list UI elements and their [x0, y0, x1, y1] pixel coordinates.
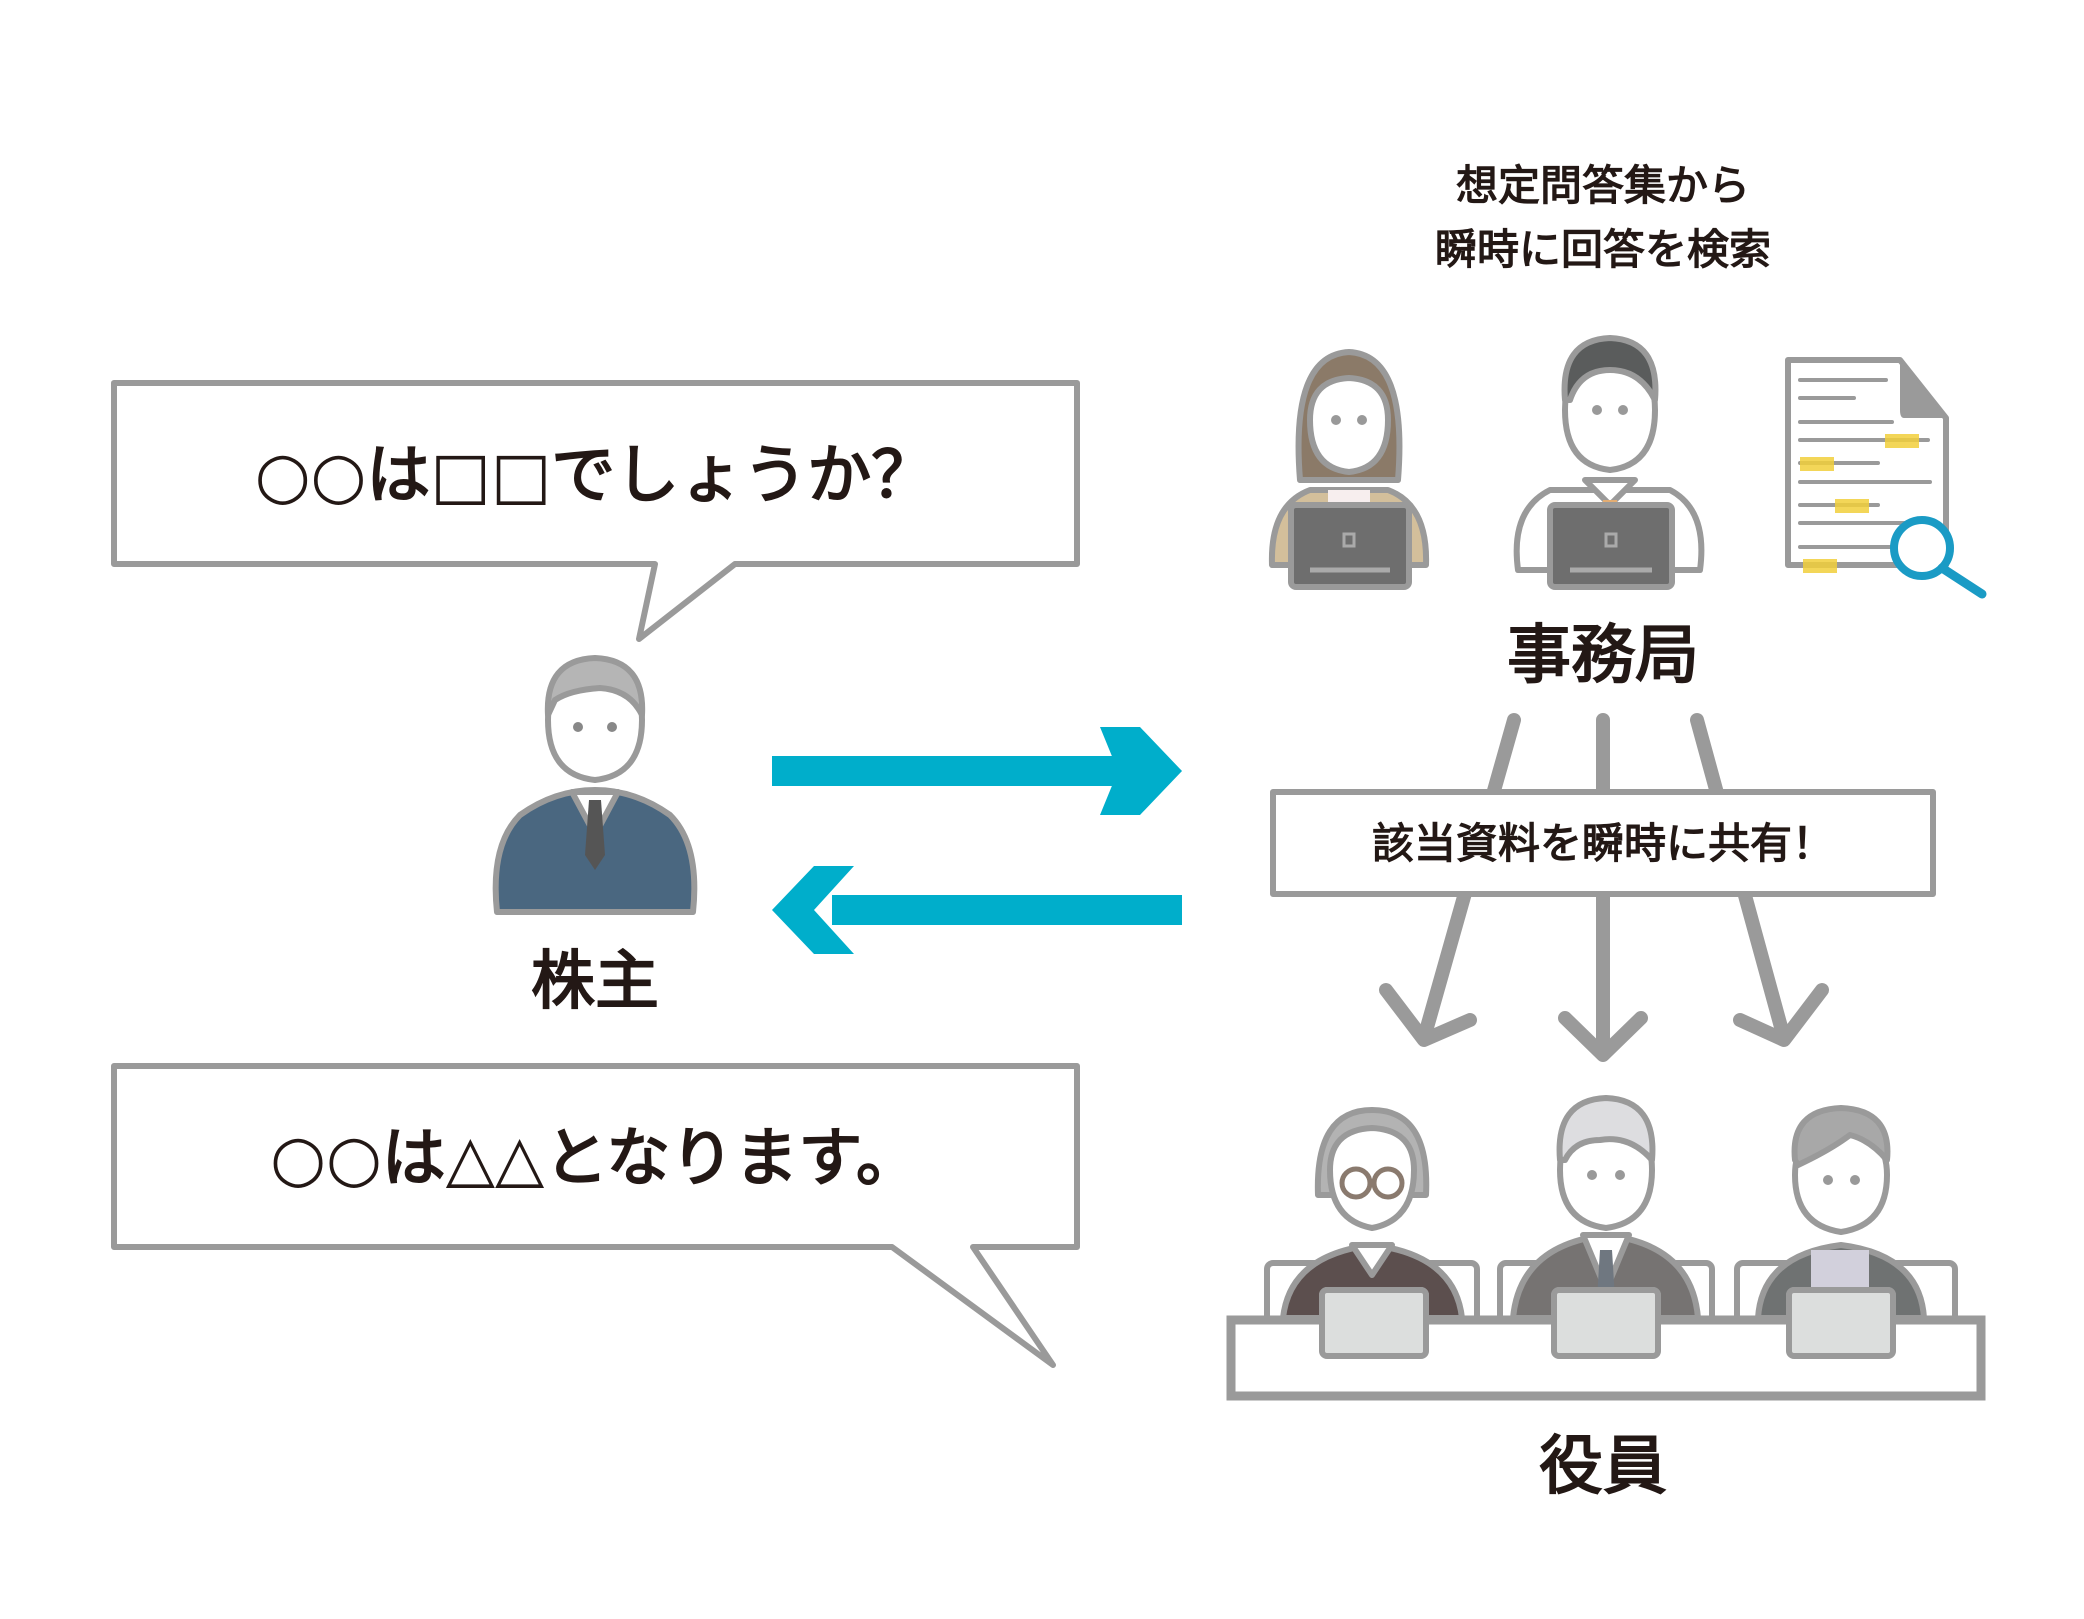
question-text: ○○は□□でしょうか？ — [255, 439, 936, 513]
executives-label: 役員 — [1539, 1430, 1667, 1504]
share-info-text: 該当資料を瞬時に共有！ — [1372, 819, 1834, 868]
share-info-box: 該当資料を瞬時に共有！ — [1270, 789, 1936, 897]
secretariat-woman-figure — [1268, 349, 1430, 590]
secretariat-label: 事務局 — [1507, 619, 1699, 693]
magnifier-icon — [1890, 516, 1954, 580]
arrow-to-shareholder — [772, 866, 1182, 954]
answer-text: ○○は△△となります。 — [270, 1122, 920, 1196]
secretariat-caption-line2: 瞬時に回答を検索 — [1435, 225, 1771, 274]
secretariat-man-figure — [1513, 335, 1705, 590]
shareholder-label: 株主 — [531, 945, 659, 1019]
secretariat-caption-line1: 想定問答集から — [1456, 161, 1750, 210]
executives-group — [1226, 1095, 1986, 1401]
document-search-icon — [1785, 357, 1987, 599]
answer-speech-bubble: ○○は△△となります。 — [111, 1063, 1080, 1368]
desk-laptops — [1319, 1287, 1896, 1359]
shareholder-figure: 株主 — [492, 655, 698, 1019]
question-speech-bubble: ○○は□□でしょうか？ — [111, 380, 1080, 642]
arrow-to-secretariat — [772, 727, 1182, 815]
